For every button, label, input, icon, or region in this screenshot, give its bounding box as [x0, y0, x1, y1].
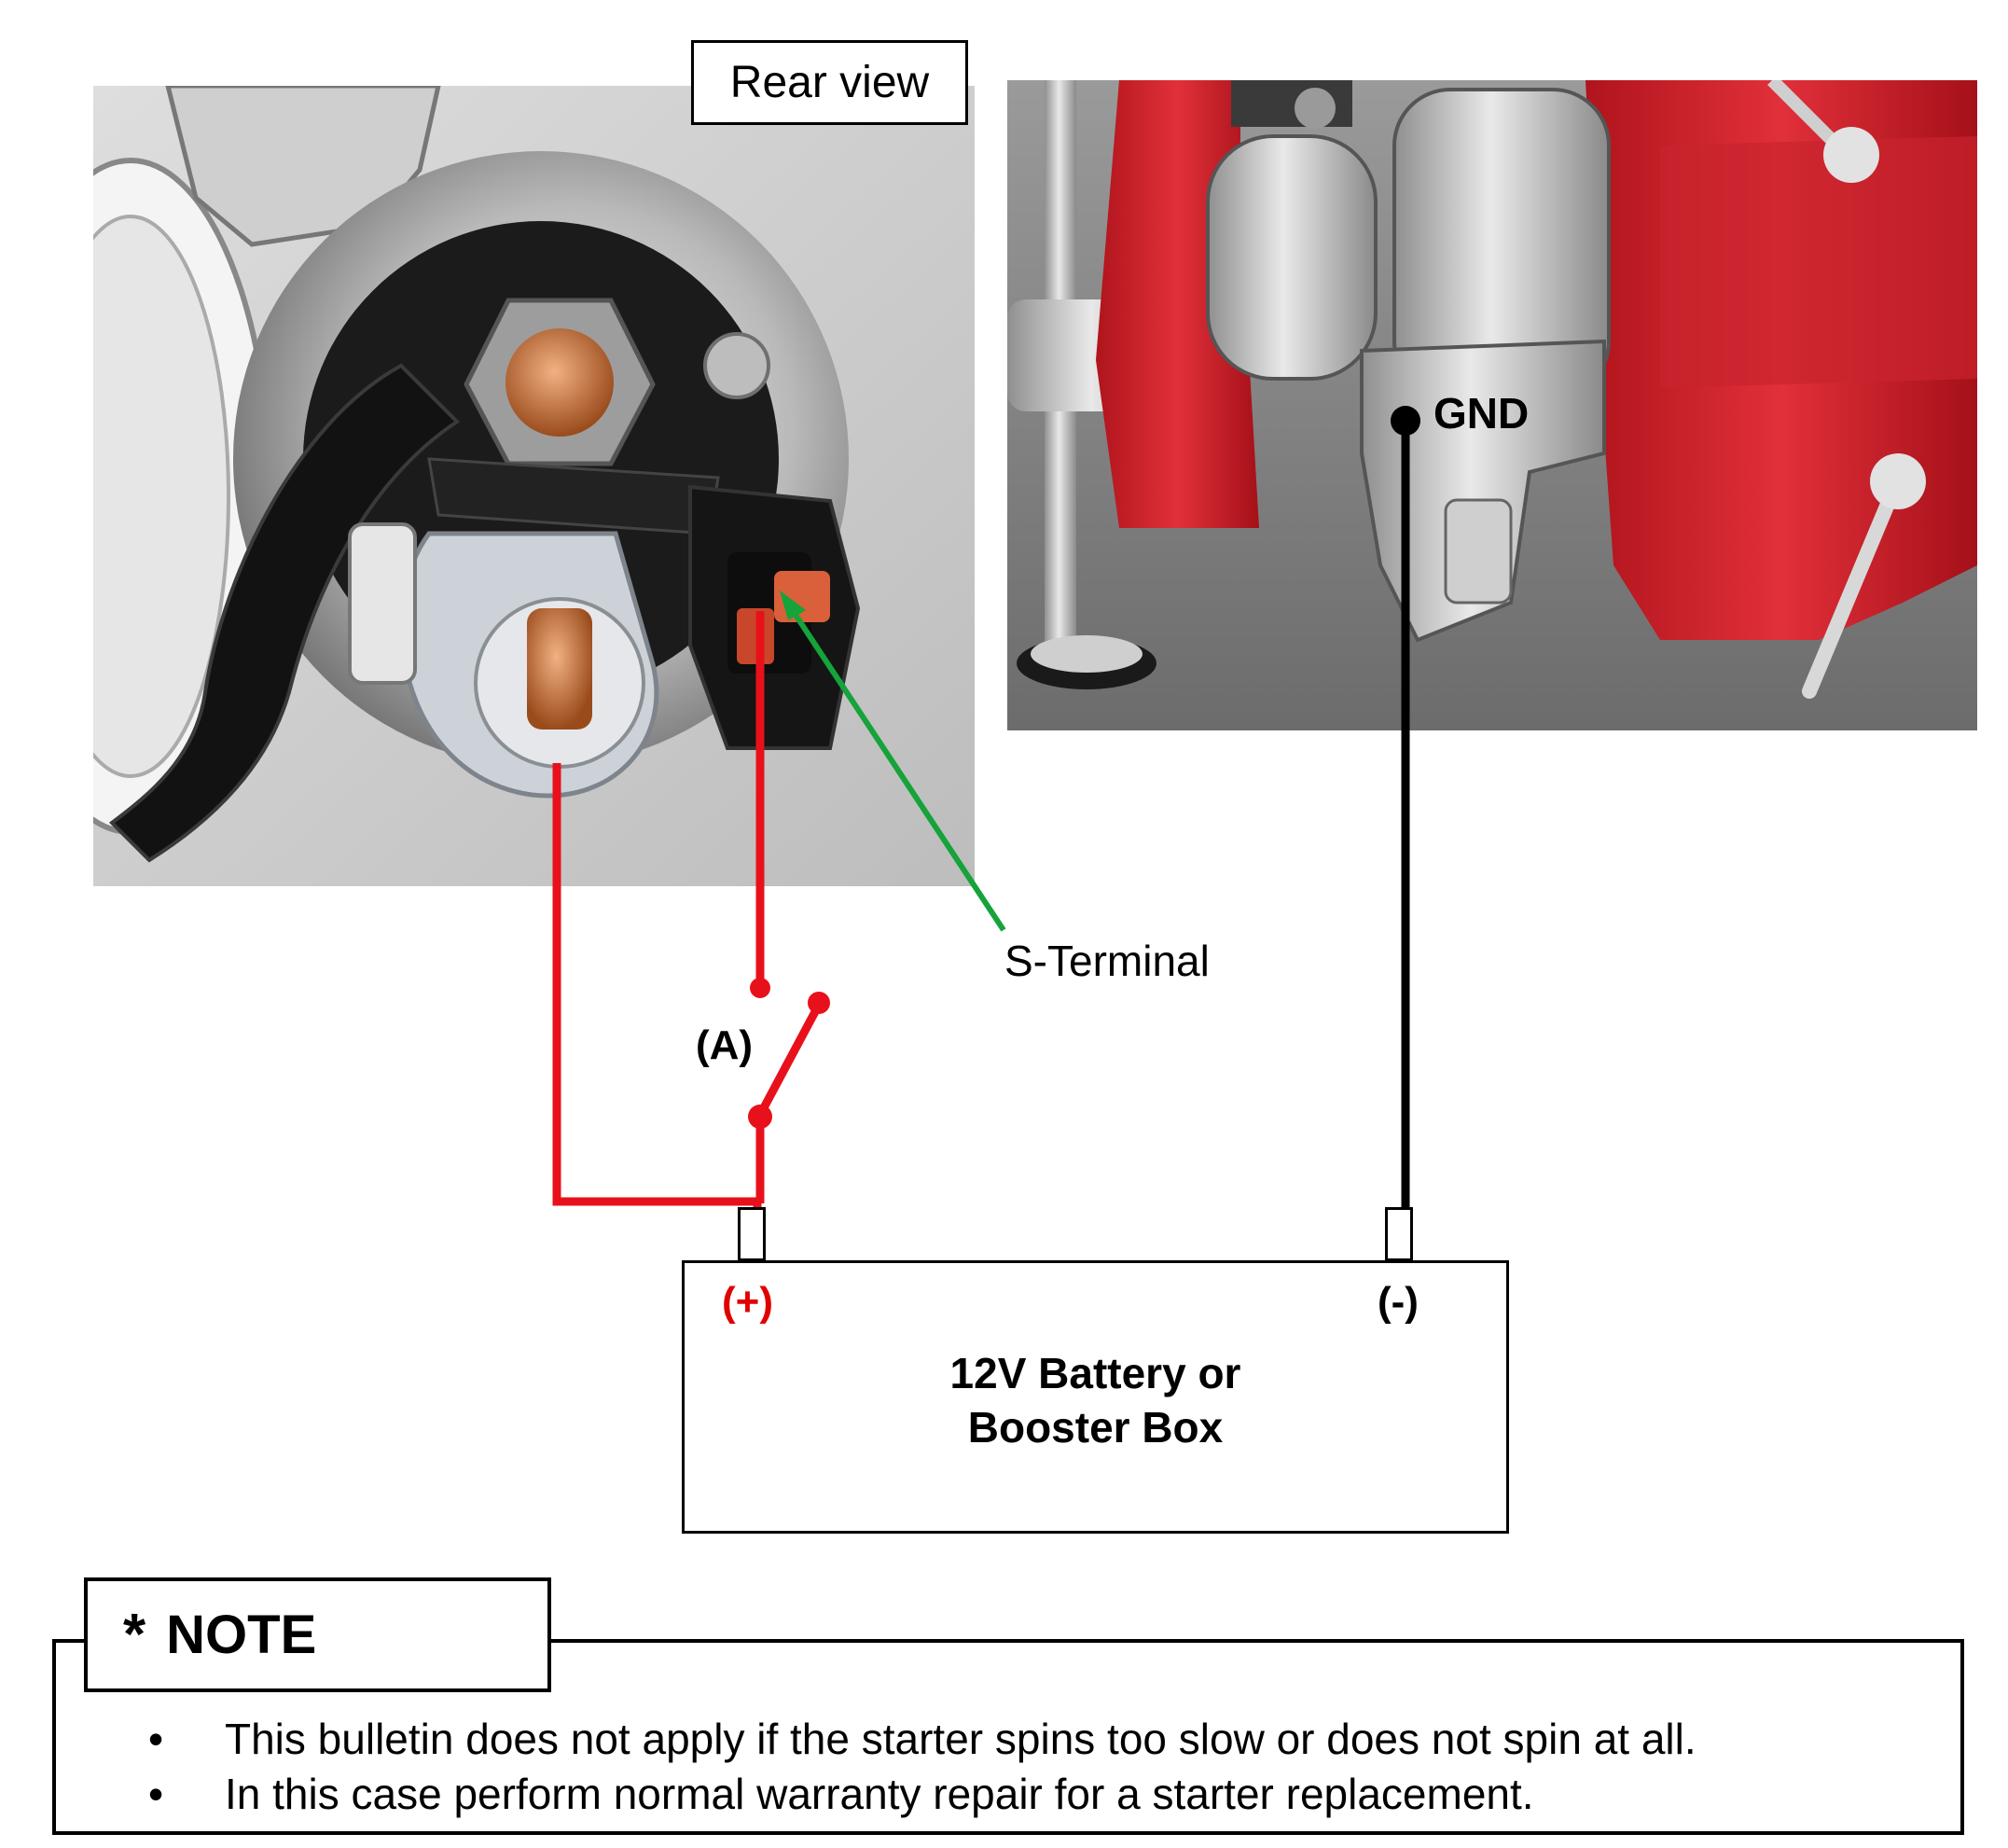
switch-lever-tip [808, 992, 830, 1014]
starter-rear-view-photo [93, 86, 975, 886]
rear-view-label: Rear view [691, 40, 968, 125]
note-heading: * NOTE [84, 1577, 551, 1692]
switch-lever [755, 1000, 824, 1119]
battery-title: 12V Battery or Booster Box [682, 1346, 1509, 1454]
list-item: • This bulletin does not apply if the sta… [135, 1712, 1696, 1767]
starter-rear-view-illustration [93, 86, 975, 886]
gnd-label: GND [1433, 389, 1530, 438]
starter-in-vise-illustration [1007, 80, 1977, 730]
bullet-icon: • [148, 1770, 164, 1818]
switch-contact-top [750, 978, 770, 998]
battery-positive-label: (+) [722, 1279, 773, 1325]
list-item: • In this case perform normal warranty re… [135, 1767, 1696, 1822]
star-icon: * [123, 1602, 146, 1667]
switch-contact-bottom [748, 1105, 772, 1129]
switch-a-label: (A) [696, 1022, 754, 1068]
battery-positive-post [738, 1207, 766, 1261]
note-list: • This bulletin does not apply if the sta… [135, 1712, 1696, 1822]
battery-box [682, 1260, 1509, 1534]
starter-in-vise-photo [1007, 80, 1977, 730]
note-heading-text: NOTE [166, 1605, 317, 1665]
note-item-text: This bulletin does not apply if the star… [225, 1715, 1696, 1763]
bullet-icon: • [148, 1715, 164, 1763]
note-item-text: In this case perform normal warranty rep… [225, 1770, 1534, 1818]
battery-negative-label: (-) [1378, 1279, 1419, 1325]
note-frame [52, 1639, 1964, 1835]
battery-negative-post [1385, 1207, 1413, 1261]
battery-title-line2: Booster Box [967, 1403, 1224, 1452]
s-terminal-label: S-Terminal [1004, 937, 1210, 985]
battery-title-line1: 12V Battery or [949, 1349, 1241, 1397]
